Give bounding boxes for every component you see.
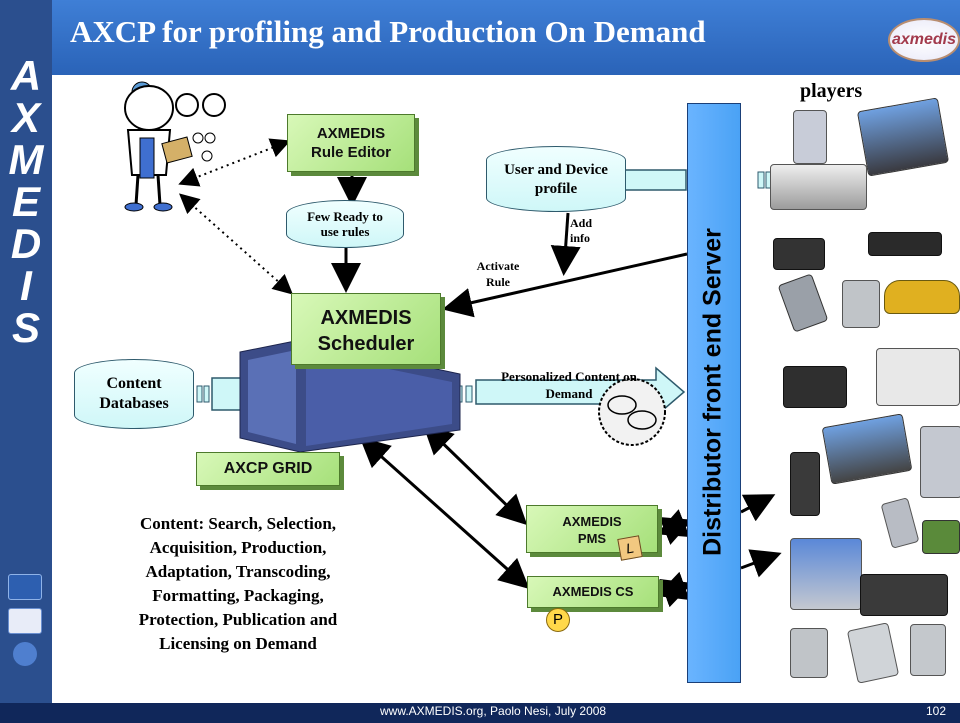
add-info-line1: Add: [570, 216, 593, 230]
set-top-box-icon: [770, 164, 867, 210]
protection-tag-icon: P: [546, 608, 570, 632]
axmedis-logo: axmedis: [888, 18, 960, 62]
footer-bar: [0, 703, 960, 723]
film-reel-icon: [598, 378, 666, 446]
protection-tag-label: P: [552, 611, 563, 628]
description-line: Licensing on Demand: [159, 634, 317, 653]
db-stub: [203, 385, 210, 403]
cs-box: AXMEDIS CS: [527, 576, 659, 608]
brand-letter: X: [11, 94, 40, 141]
axcp-grid-box: AXCP GRID: [196, 452, 340, 486]
brand-letter: I: [20, 262, 32, 309]
portable-player-icon: [783, 366, 847, 408]
distributor-to-players-1: [740, 494, 776, 522]
footer-credit: www.AXMEDIS.org, Paolo Nesi, July 2008: [380, 704, 607, 718]
cs-label: AXMEDIS CS: [552, 584, 634, 599]
slide-title: AXCP for profiling and Production On Dem…: [70, 14, 706, 49]
license-tag-label: L: [624, 539, 636, 557]
handheld-phone-icon: [790, 452, 820, 516]
description-line: Protection, Publication and: [138, 610, 338, 629]
content-databases-cylinder: Content Databases: [74, 359, 194, 429]
scheduler-box: AXMEDIS Scheduler: [291, 293, 441, 365]
pocket-pc-icon: [842, 280, 880, 328]
personalized-line2: Demand: [545, 386, 593, 401]
grid-cs-link: [359, 437, 530, 589]
pms-box: AXMEDIS PMS: [526, 505, 658, 553]
brand-letter: E: [11, 178, 40, 225]
user-editor-link: [178, 138, 291, 187]
pda-device-icon: [793, 110, 827, 164]
axcp-grid-label: AXCP GRID: [223, 460, 313, 477]
user-scheduler-link: [179, 193, 293, 295]
rule-editor-box: AXMEDIS Rule Editor: [287, 114, 415, 172]
content-db-line2: Databases: [99, 395, 169, 412]
laptop-device-icon: [856, 97, 950, 177]
tv-screen-icon: [876, 348, 960, 406]
user-figure-icon: [124, 81, 226, 212]
dvd-player-icon: [860, 574, 948, 616]
car-radio-icon: [868, 232, 942, 256]
ready-rules-cylinder: Few Ready to use rules: [286, 200, 404, 248]
activate-rule-label: Activate Rule: [470, 258, 526, 290]
desktop-pc-icon: [790, 538, 862, 610]
profile-line1: User and Device: [504, 162, 608, 178]
personalized-line1: Personalized Content on: [501, 369, 637, 384]
pms-line2: PMS: [577, 531, 607, 546]
profile-add-info-arrow: [550, 212, 581, 276]
db-stub: [196, 385, 203, 403]
activate-rule-line1: Activate: [476, 259, 520, 273]
dmr-logo-icon: [8, 608, 42, 634]
scheduler-line1: AXMEDIS: [320, 307, 412, 329]
description-line: Formatting, Packaging,: [152, 586, 324, 605]
page-number: 102: [926, 704, 947, 718]
pms-distributor-link: [656, 509, 693, 545]
logo-text: axmedis: [891, 31, 957, 48]
description-line: Acquisition, Production,: [149, 538, 327, 557]
cs-distributor-link: [656, 571, 693, 608]
brand-letter: A: [10, 52, 42, 99]
ist-logo-icon: [13, 642, 37, 666]
eu-flag-icon: [8, 574, 42, 600]
players-label: players: [800, 80, 862, 103]
server-tower-icon: [920, 426, 960, 498]
activate-rule-line2: Rule: [486, 275, 510, 289]
add-info-label: Add info: [570, 216, 592, 246]
title-bar: [52, 0, 960, 75]
distributor-to-players-2: [740, 549, 782, 578]
small-tv-icon: [922, 520, 960, 554]
output-stub: [465, 385, 473, 403]
brand-letter: D: [10, 220, 42, 267]
pda-two-icon: [790, 628, 828, 678]
content-db-line1: Content: [106, 375, 162, 392]
distributor-label: Distributor front end Server: [698, 228, 727, 556]
brand-letter: M: [8, 136, 44, 183]
pms-line1: AXMEDIS: [562, 514, 622, 529]
grid-pms-link: [422, 423, 528, 526]
car-stereo-icon: [773, 238, 825, 270]
description-line: Adaptation, Transcoding,: [145, 562, 331, 581]
user-device-profile-cylinder: User and Device profile: [486, 146, 626, 212]
personalized-content-label: Personalized Content on Demand: [478, 368, 660, 402]
car-icon: [884, 280, 960, 314]
players-text: players: [800, 80, 863, 102]
ready-rules-line1: Few Ready to: [307, 209, 383, 224]
brand-letter: S: [11, 304, 40, 351]
rule-editor-line2: Rule Editor: [310, 144, 391, 161]
profile-line2: profile: [534, 181, 578, 197]
content-description: Content: Search, Selection, Acquisition,…: [96, 512, 380, 656]
distributor-server-bar: [687, 103, 741, 683]
activate-rule-arrow: [442, 252, 688, 318]
rule-editor-line1: AXMEDIS: [316, 125, 386, 142]
vertical-brand-letters: A X M E D I S: [6, 55, 46, 349]
scheduler-line2: Scheduler: [317, 333, 415, 355]
profile-input-stub: [757, 171, 765, 189]
add-info-line2: info: [570, 231, 591, 245]
ready-rules-line2: use rules: [320, 224, 370, 239]
pda-four-icon: [910, 624, 946, 676]
license-tag-icon: L: [617, 535, 643, 561]
description-line: Content: Search, Selection,: [139, 514, 337, 533]
